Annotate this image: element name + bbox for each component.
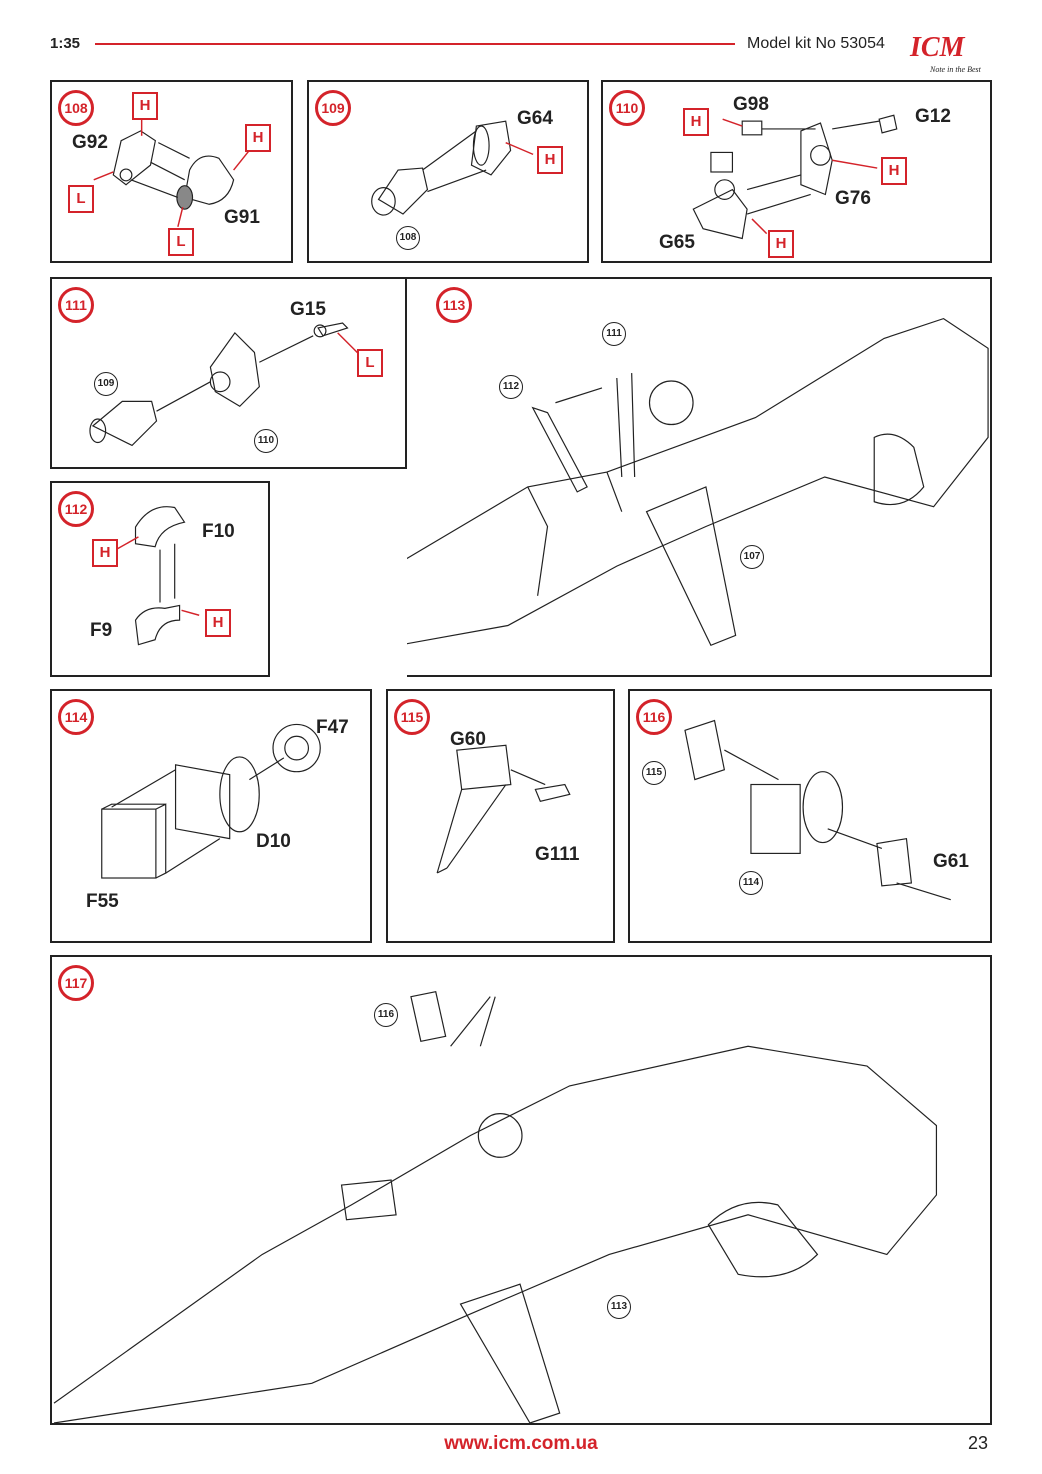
handling-tag: H — [245, 124, 271, 152]
step-112-illustration — [115, 506, 200, 646]
step-110-badge: 110 — [609, 90, 645, 126]
step-ref-110: 110 — [254, 429, 278, 453]
step-114-badge: 114 — [58, 699, 94, 735]
step-ref-113: 113 — [607, 1295, 631, 1319]
svg-text:Note in the Best: Note in the Best — [929, 65, 982, 74]
part-label-g15: G15 — [290, 299, 326, 320]
step-116-panel: 116 G61 115 114 — [628, 689, 992, 943]
part-label-g92: G92 — [72, 132, 108, 153]
step-110-panel: 110 G98 G12 G76 G65 H H H — [601, 80, 992, 263]
part-label-g65: G65 — [659, 232, 695, 253]
step-116-badge: 116 — [636, 699, 672, 735]
step-114-panel: 114 F47 D10 F55 — [50, 689, 372, 943]
handling-tag: L — [357, 349, 383, 377]
step-115-panel: 115 G60 G111 — [386, 689, 615, 943]
step-117-illustration — [53, 991, 938, 1423]
part-label-g60: G60 — [450, 729, 486, 750]
step-111-panel: 111 G15 L 109 110 — [50, 277, 407, 469]
handling-tag: L — [168, 228, 194, 256]
step-ref-108: 108 — [396, 226, 420, 250]
step-109-badge: 109 — [315, 90, 351, 126]
part-label-f10: F10 — [202, 521, 235, 542]
handling-tag: H — [768, 230, 794, 258]
step-ref-114: 114 — [739, 871, 763, 895]
step-ref-109: 109 — [94, 372, 118, 396]
step-113-badge: 113 — [436, 287, 472, 323]
step-115-badge: 115 — [394, 699, 430, 735]
part-label-f9: F9 — [90, 620, 113, 641]
part-label-g61: G61 — [933, 851, 969, 872]
step-117-panel: 117 116 113 — [50, 955, 992, 1425]
step-ref-116: 116 — [374, 1003, 398, 1027]
icm-logo: ICM Note in the Best — [909, 32, 982, 74]
step-111-badge: 111 — [58, 287, 94, 323]
handling-tag: H — [132, 92, 158, 120]
handling-tag: H — [881, 157, 907, 185]
part-label-g64: G64 — [517, 108, 553, 129]
step-116-illustration — [684, 719, 951, 901]
step-111-illustration — [89, 322, 363, 447]
step-115-illustration — [436, 744, 571, 874]
step-ref-115: 115 — [642, 761, 666, 785]
step-108-panel: 108 G92 G91 H H L L — [50, 80, 293, 263]
step-109-panel: 109 G64 H 108 — [307, 80, 589, 263]
part-label-g98: G98 — [733, 94, 769, 115]
step-110-illustration — [692, 114, 898, 240]
part-label-g12: G12 — [915, 106, 951, 127]
step-112-badge: 112 — [58, 491, 94, 527]
handling-tag: H — [92, 539, 118, 567]
part-label-g111: G111 — [535, 844, 580, 865]
part-label-f47: F47 — [316, 717, 349, 738]
step-109-illustration — [371, 120, 534, 216]
handling-tag: H — [205, 609, 231, 637]
kit-number: Model kit No 53054 — [747, 35, 885, 52]
step-112-panel: 112 F10 F9 H H — [50, 481, 270, 677]
handling-tag: H — [537, 146, 563, 174]
step-113-panel: 113 111 112 107 — [407, 277, 992, 677]
step-ref-111: 111 — [602, 322, 626, 346]
page-number: 23 — [968, 1433, 989, 1453]
step-114-illustration — [101, 723, 321, 879]
part-label-f55: F55 — [86, 891, 119, 912]
part-label-d10: D10 — [256, 831, 291, 852]
website-link[interactable]: www.icm.com.ua — [444, 1433, 598, 1454]
step-113-illustration — [407, 317, 989, 647]
step-ref-107: 107 — [740, 545, 764, 569]
handling-tag: H — [683, 108, 709, 136]
part-label-g91: G91 — [224, 207, 260, 228]
step-108-badge: 108 — [58, 90, 94, 126]
header-divider — [95, 43, 735, 45]
step-117-badge: 117 — [58, 965, 94, 1001]
step-108-illustration — [93, 111, 254, 227]
step-ref-112: 112 — [499, 375, 523, 399]
handling-tag: L — [68, 185, 94, 213]
scale-label: 1:35 — [50, 35, 81, 52]
part-label-g76: G76 — [835, 188, 871, 209]
svg-text:ICM: ICM — [909, 32, 966, 63]
